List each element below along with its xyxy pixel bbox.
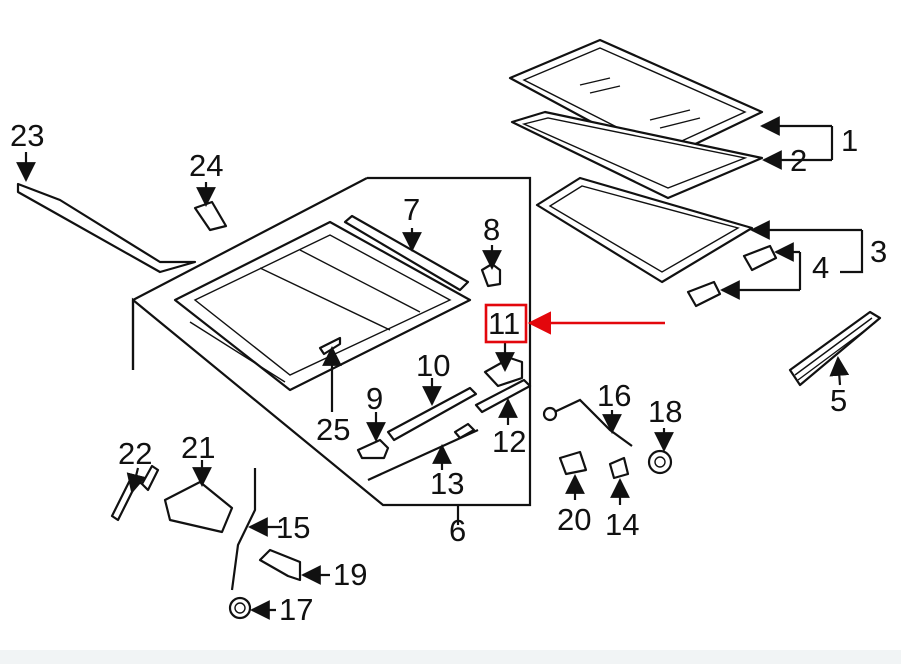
front-drain-channel[interactable]: [343, 214, 470, 292]
drive-cable-10[interactable]: [386, 386, 478, 442]
grommet-17[interactable]: [228, 596, 252, 620]
cap-14[interactable]: [608, 456, 630, 480]
clamp-20[interactable]: [558, 450, 588, 476]
frame-bracket-lower[interactable]: [686, 280, 722, 308]
footer-strip: [0, 650, 901, 664]
rail-12[interactable]: [474, 378, 532, 414]
sunroof-parts-diagram: 1 2 3 4 5 6 7 8 9 10 11 12 13 14 15 16 1…: [10, 38, 887, 627]
label-22: 22: [118, 436, 152, 471]
label-4: 4: [812, 250, 829, 285]
label-24: 24: [189, 148, 223, 183]
label-15: 15: [276, 510, 310, 545]
label-6: 6: [449, 513, 466, 548]
highlight-box: [484, 303, 528, 344]
label-7: 7: [403, 192, 420, 227]
label-21: 21: [181, 430, 215, 465]
label-13: 13: [430, 466, 464, 501]
label-10: 10: [416, 348, 450, 383]
glass-seal[interactable]: [510, 110, 764, 200]
label-5: 5: [830, 383, 847, 418]
label-2: 2: [790, 143, 807, 178]
side-rail-23[interactable]: [16, 182, 197, 274]
grommet-18[interactable]: [647, 449, 673, 475]
label-16: 16: [597, 378, 631, 413]
pad-24[interactable]: [193, 200, 228, 232]
drain-hose-16[interactable]: [542, 398, 633, 447]
label-18: 18: [648, 394, 682, 429]
sunroof-frame-assembly[interactable]: [535, 176, 754, 284]
clip-19[interactable]: [258, 548, 302, 582]
drain-hose-15[interactable]: [230, 468, 257, 591]
motor-unit-21[interactable]: [163, 480, 234, 534]
label-3: 3: [870, 234, 887, 269]
label-11: 11: [488, 306, 520, 341]
frame-bracket-upper[interactable]: [742, 244, 778, 272]
label-1: 1: [841, 123, 858, 158]
guide-rail[interactable]: [788, 310, 882, 387]
label-17: 17: [279, 592, 313, 627]
label-19: 19: [333, 557, 367, 592]
label-12: 12: [492, 424, 526, 459]
label-25: 25: [316, 412, 350, 447]
drain-hose-22[interactable]: [110, 464, 160, 522]
label-9: 9: [366, 381, 383, 416]
label-20: 20: [557, 502, 591, 537]
sunroof-housing[interactable]: [173, 220, 472, 392]
label-14: 14: [605, 507, 639, 542]
label-8: 8: [483, 212, 500, 247]
guide-block-9[interactable]: [356, 438, 390, 460]
deflector-bar-13[interactable]: [367, 422, 479, 482]
label-23: 23: [10, 118, 44, 153]
bracket-11[interactable]: [483, 356, 524, 388]
